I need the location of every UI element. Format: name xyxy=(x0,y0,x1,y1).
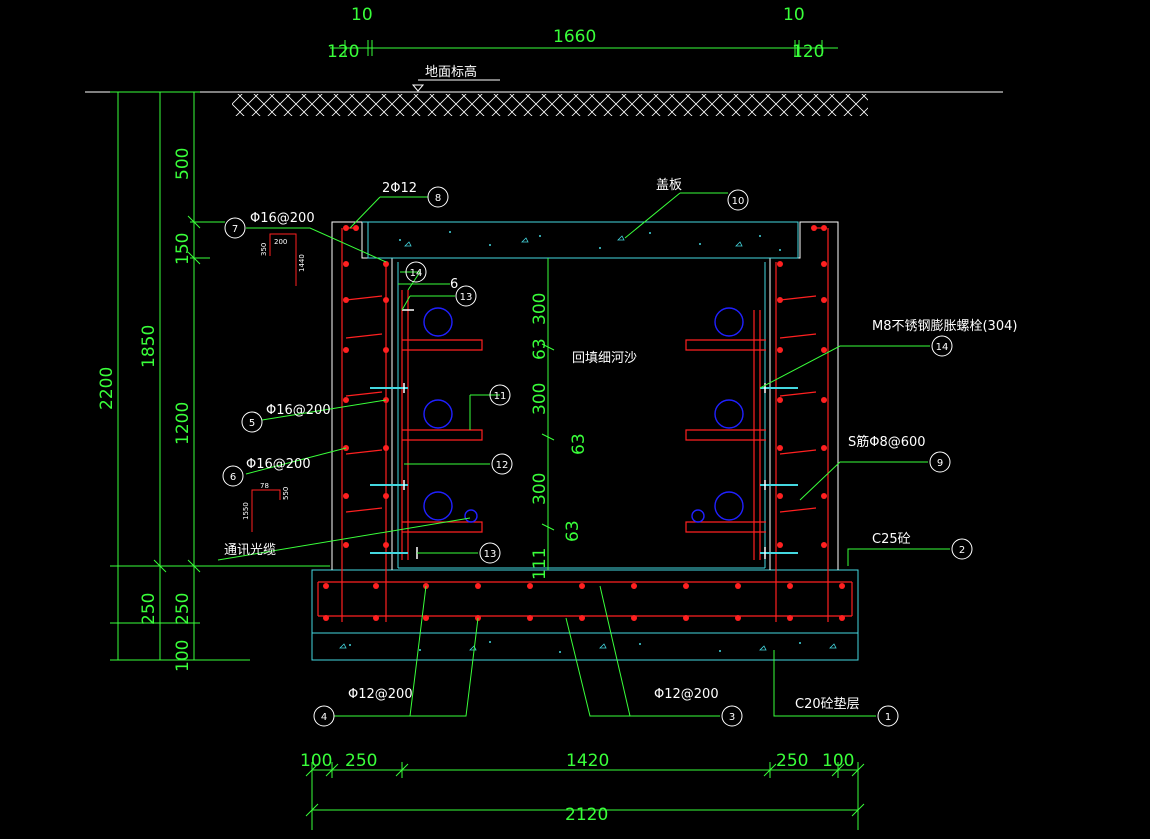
svg-text:1: 1 xyxy=(885,712,891,723)
ground-line-group: 地面标高 xyxy=(85,64,1003,116)
label-rebar-6: Φ16@200 xyxy=(246,457,311,472)
dim-111: 111 xyxy=(530,548,550,580)
callout-11: 11 xyxy=(489,384,511,406)
svg-text:9: 9 xyxy=(937,458,943,469)
dim-bottom-250-left: 250 xyxy=(345,751,377,771)
dim-1200: 1200 xyxy=(173,402,193,445)
anchor-bolts xyxy=(370,387,798,554)
callout-13-bottom: 13 xyxy=(479,542,501,564)
svg-text:2: 2 xyxy=(959,545,965,556)
dim-120-left: 120 xyxy=(327,42,359,62)
callout-6: 6 xyxy=(222,465,244,487)
callout-10: 10 xyxy=(727,189,749,211)
label-rebar-4: Φ12@200 xyxy=(348,687,413,702)
inner-dimension-group xyxy=(541,258,555,570)
ground-elevation-label: 地面标高 xyxy=(425,64,477,80)
dim-500: 500 xyxy=(173,148,193,180)
detail6-c: 550 xyxy=(282,487,290,500)
svg-text:14: 14 xyxy=(410,268,423,279)
label-cable: 通讯光缆 xyxy=(224,542,276,558)
svg-text:14: 14 xyxy=(936,342,949,353)
dim-2200: 2200 xyxy=(97,367,117,410)
label-concrete: C25砼 xyxy=(872,532,911,547)
left-dimension-group xyxy=(110,91,330,661)
label-cover-plate: 盖板 xyxy=(656,178,682,193)
svg-text:4: 4 xyxy=(321,712,327,723)
dim-bottom-1420: 1420 xyxy=(566,751,609,771)
dim-bottom-2120: 2120 xyxy=(565,805,608,825)
svg-text:10: 10 xyxy=(732,196,745,207)
svg-text:12: 12 xyxy=(496,460,509,471)
bottom-dimension-group xyxy=(305,762,865,830)
dim-120-right: 120 xyxy=(792,42,824,62)
detail7-b: 350 xyxy=(260,243,268,256)
label-2phi12: 2Φ12 xyxy=(382,181,417,196)
dim-300-b: 300 xyxy=(530,383,550,415)
callout-5: 5 xyxy=(241,411,263,433)
callout-13-top: 13 xyxy=(455,285,477,307)
callout-9: 9 xyxy=(929,451,951,473)
callout-2: 2 xyxy=(951,538,973,560)
label-rebar-7: Φ16@200 xyxy=(250,211,315,226)
rebar-group xyxy=(317,227,853,622)
callouts: 8 10 7 14 13 11 5 6 12 13 14 9 2 4 3 1 xyxy=(222,186,973,727)
label-s-rebar: S筋Φ8@600 xyxy=(848,434,926,450)
box-culvert-structure xyxy=(311,221,859,661)
svg-text:8: 8 xyxy=(435,193,441,204)
svg-text:13: 13 xyxy=(460,292,473,303)
svg-text:5: 5 xyxy=(249,418,255,429)
label-rebar-5: Φ16@200 xyxy=(266,403,331,418)
label-rebar-3: Φ12@200 xyxy=(654,687,719,702)
callout-14-left: 14 xyxy=(405,261,427,283)
leader-lines xyxy=(217,192,950,717)
dim-250-a: 250 xyxy=(139,593,159,625)
dim-63-c: 63 xyxy=(563,520,583,542)
dim-1850: 1850 xyxy=(139,325,159,368)
svg-text:13: 13 xyxy=(484,549,497,560)
detail6-b: 1550 xyxy=(242,502,250,520)
dim-250-b: 250 xyxy=(173,593,193,625)
dim-100: 100 xyxy=(173,640,193,672)
top-dimension-group: 10 10 120 120 1660 xyxy=(327,5,838,62)
callout-8: 8 xyxy=(427,186,449,208)
detail6-a: 78 xyxy=(260,482,269,490)
callout-7: 7 xyxy=(224,217,246,239)
svg-text:6: 6 xyxy=(230,472,236,483)
dim-150: 150 xyxy=(173,233,193,265)
dim-63-a: 63 xyxy=(530,338,550,360)
dim-63-b: 63 xyxy=(569,433,589,455)
detail-rebar-7: 200 350 1440 xyxy=(260,233,306,286)
label-bolt: M8不锈钢膨胀螺栓(304) xyxy=(872,319,1017,334)
detail-rebar-6: 78 1550 550 xyxy=(242,482,290,532)
svg-text:11: 11 xyxy=(494,391,507,402)
dim-300-a: 300 xyxy=(530,293,550,325)
label-cushion: C20砼垫层 xyxy=(795,696,860,712)
label-six: 6 xyxy=(450,277,458,292)
svg-text:3: 3 xyxy=(729,712,735,723)
detail7-a: 200 xyxy=(274,238,287,246)
callout-3: 3 xyxy=(721,705,743,727)
dim-300-c: 300 xyxy=(530,473,550,505)
dim-bottom-100-left: 100 xyxy=(300,751,332,771)
callout-1: 1 xyxy=(877,705,899,727)
callout-14-right: 14 xyxy=(931,335,953,357)
cables xyxy=(423,307,744,523)
dim-bottom-100-right: 100 xyxy=(822,751,854,771)
svg-text:7: 7 xyxy=(232,224,238,235)
detail7-c: 1440 xyxy=(298,254,306,272)
dim-10-right: 10 xyxy=(783,5,805,25)
cable-brackets-right xyxy=(685,310,766,560)
dim-10-left: 10 xyxy=(351,5,373,25)
dim-1660: 1660 xyxy=(553,27,596,47)
callout-4: 4 xyxy=(313,705,335,727)
cable-brackets-left xyxy=(401,290,483,560)
label-backfill: 回填细河沙 xyxy=(572,351,637,366)
bolt-heads xyxy=(402,309,766,559)
dim-bottom-250-right: 250 xyxy=(776,751,808,771)
callout-12: 12 xyxy=(491,453,513,475)
